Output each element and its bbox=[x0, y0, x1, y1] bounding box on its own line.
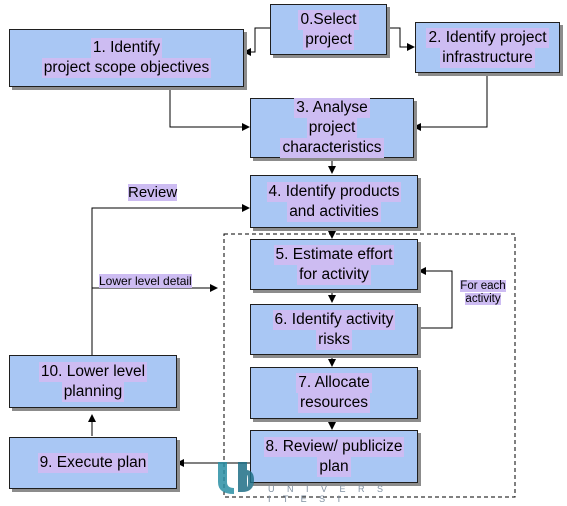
step-9-execute-plan[interactable]: 9. Execute plan bbox=[9, 437, 177, 489]
step-2-line-2: infrastructure bbox=[440, 47, 535, 68]
university-logo-icon bbox=[218, 462, 254, 494]
step-10-line-2: planning bbox=[61, 381, 125, 402]
review-label-text: Review bbox=[128, 184, 178, 201]
step-3-line-3: characteristics bbox=[280, 138, 384, 158]
for-each-line-2: activity bbox=[465, 293, 501, 305]
for-each-line-1: For each bbox=[460, 280, 506, 292]
step-2-line-1: 2. Identify project bbox=[426, 27, 549, 48]
university-watermark: U N I V E R S I T E S I bbox=[216, 458, 396, 504]
step-1-line-1: 1. Identify bbox=[90, 38, 163, 58]
for-each-activity-label: For each activity bbox=[455, 280, 511, 306]
step-1-identify-scope[interactable]: 1. Identify project scope objectives bbox=[9, 29, 244, 87]
arrow-for-each-loop bbox=[418, 267, 453, 329]
step-4-line-1: 4. Identify products bbox=[266, 181, 402, 202]
arrow-lower-to-products bbox=[91, 204, 250, 355]
step-5-line-2: for activity bbox=[297, 264, 371, 285]
step-5-line-1: 5. Estimate effort bbox=[273, 244, 395, 265]
step-10-lower-level-planning[interactable]: 10. Lower level planning bbox=[9, 355, 177, 408]
step-3-analyse-characteristics[interactable]: 3. Analyse project characteristics bbox=[250, 98, 414, 158]
step-8-line-2: plan bbox=[317, 456, 351, 477]
step-1-line-2: project scope objectives bbox=[41, 58, 212, 78]
step-7-line-1: 7. Allocate bbox=[296, 373, 372, 393]
step-6-identify-risks[interactable]: 6. Identify activity risks bbox=[250, 304, 418, 355]
step-9-line-1: 9. Execute plan bbox=[37, 453, 149, 473]
activity-group-boundary bbox=[223, 233, 516, 498]
step-7-allocate-resources[interactable]: 7. Allocate resources bbox=[250, 367, 418, 419]
lower-level-detail-label: Lower level detail bbox=[99, 274, 192, 288]
step-10-line-1: 10. Lower level bbox=[38, 361, 148, 382]
lower-level-detail-text: Lower level detail bbox=[99, 274, 192, 288]
step-4-identify-products[interactable]: 4. Identify products and activities bbox=[250, 175, 418, 228]
review-label: Review bbox=[128, 184, 178, 201]
step-3-line-1: 3. Analyse bbox=[294, 98, 370, 118]
arrow-select-to-scope bbox=[243, 27, 270, 56]
step-0-line-1: 0.Select bbox=[298, 9, 359, 30]
step-8-line-1: 8. Review/ publicize bbox=[263, 436, 405, 457]
step-8-review-publicize[interactable]: 8. Review/ publicize plan bbox=[250, 430, 418, 483]
arrow-select-to-infra bbox=[387, 27, 415, 51]
step-5-estimate-effort[interactable]: 5. Estimate effort for activity bbox=[250, 239, 418, 290]
step-3-line-2: project bbox=[306, 118, 358, 138]
arrow-scope-to-analyse bbox=[169, 88, 250, 131]
step-7-line-2: resources bbox=[297, 393, 371, 413]
step-0-line-2: project bbox=[303, 29, 354, 50]
step-4-line-2: and activities bbox=[287, 201, 381, 222]
step-2-identify-infrastructure[interactable]: 2. Identify project infrastructure bbox=[415, 22, 560, 73]
watermark-text: U N I V E R S I T E S I bbox=[268, 484, 389, 504]
step-6-line-1: 6. Identify activity bbox=[272, 309, 396, 330]
step-0-select-project[interactable]: 0.Select project bbox=[270, 4, 387, 55]
step-6-line-2: risks bbox=[316, 329, 352, 350]
arrow-infra-to-analyse bbox=[413, 74, 488, 131]
